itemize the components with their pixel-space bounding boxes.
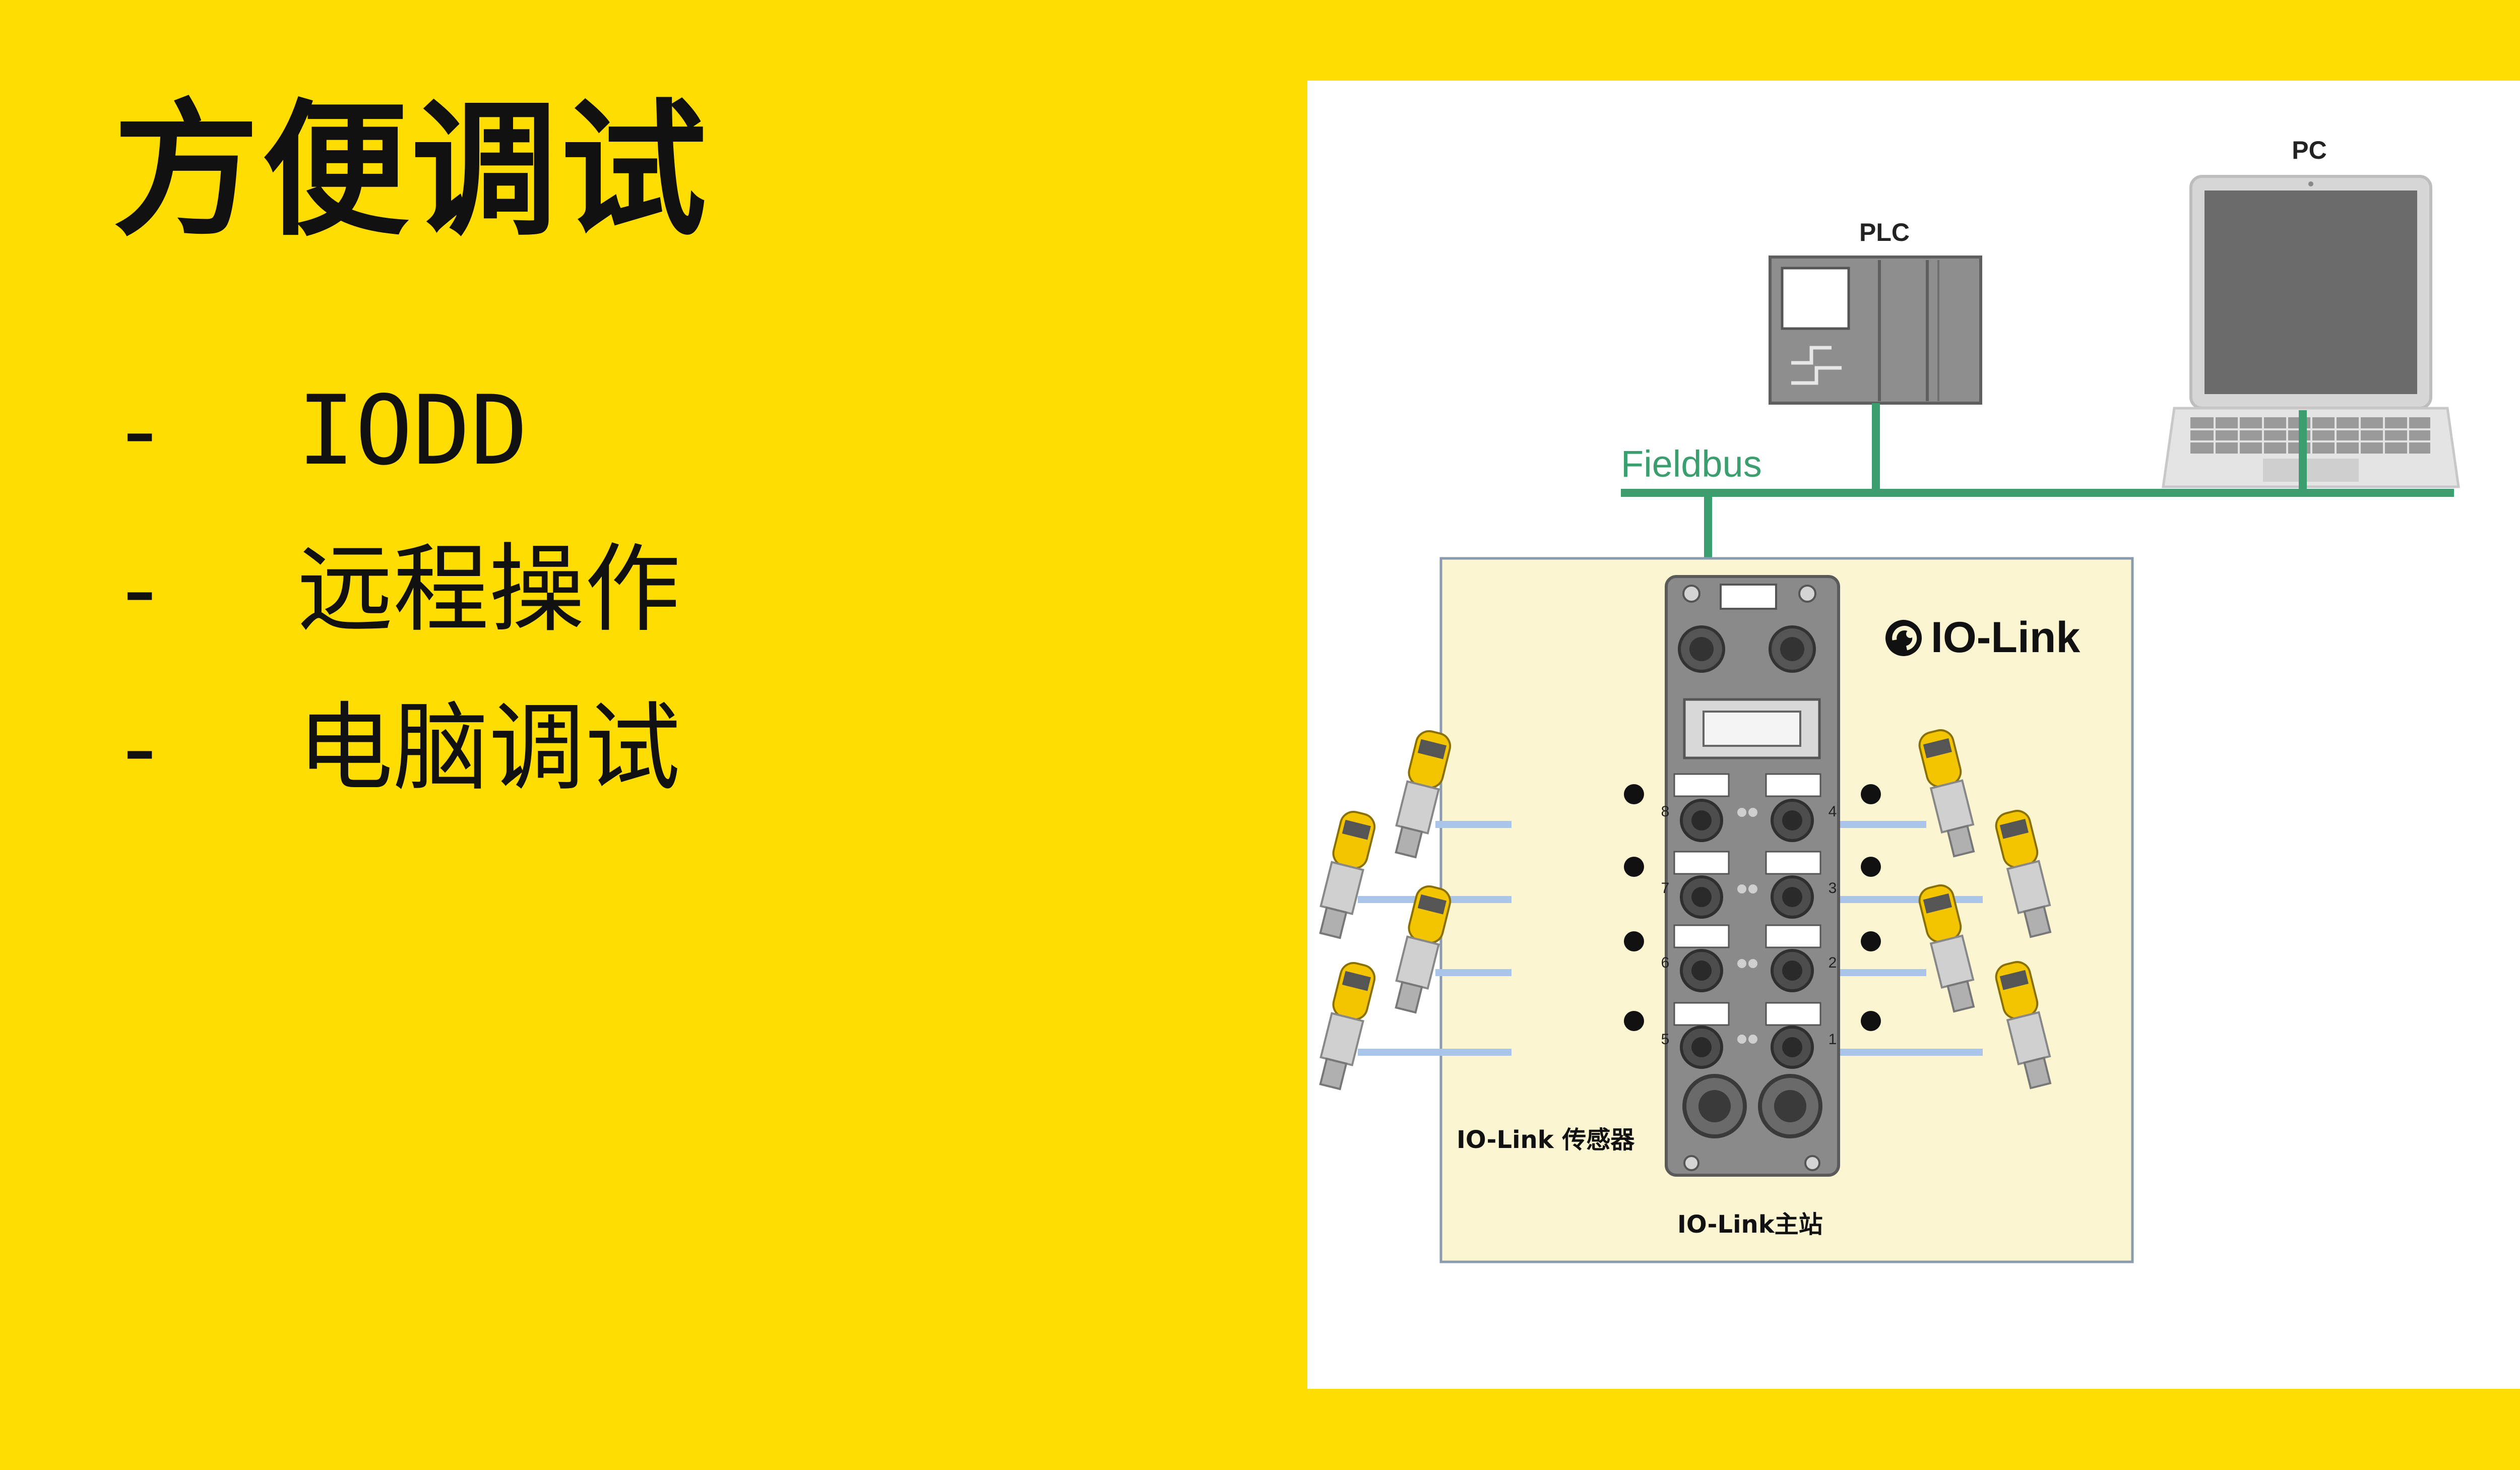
bullet-item-pc-debugging: - 电脑调试 [111, 690, 680, 849]
bullet-text: 电脑调试 [297, 692, 681, 804]
slide-title: 方便调试 [113, 86, 710, 256]
iolink-brand-label: IO-Link [1931, 613, 2080, 662]
port-number-4: 4 [1829, 803, 1837, 820]
sensor-left-2 [1319, 810, 1376, 939]
bullet-dash: - [111, 692, 169, 804]
port-number-7: 7 [1661, 880, 1670, 897]
sensor-cables [1358, 821, 1983, 1056]
laptop-icon: PC [2162, 136, 2460, 488]
iolink-logo [1885, 620, 1922, 656]
port-number-8: 8 [1661, 803, 1670, 820]
bullet-dash: - [111, 375, 169, 486]
port-number-2: 2 [1829, 954, 1837, 971]
sensor-right-2 [1995, 809, 2052, 938]
sensor-right-1 [1918, 729, 1975, 858]
pc-label: PC [2292, 136, 2326, 164]
bullet-text: 远程操作 [297, 534, 681, 645]
iolink-master-module [1665, 575, 1840, 1177]
sensor-right-3 [1918, 884, 1975, 1013]
sensor-right-4 [1995, 961, 2052, 1090]
iolink-diagram: PC PLC [1319, 136, 2460, 1263]
bullet-text: IODD [297, 375, 528, 486]
plc-icon: PLC [1769, 218, 1982, 405]
sensor-left-3 [1395, 885, 1452, 1014]
port-number-1: 1 [1829, 1031, 1837, 1048]
sensor-left-4 [1319, 962, 1376, 1091]
sensors-label: IO-Link 传感器 [1457, 1126, 1635, 1154]
bullet-dash: - [111, 534, 169, 645]
master-label: IO-Link主站 [1677, 1210, 1823, 1239]
port-number-3: 3 [1829, 880, 1837, 897]
sensor-left-1 [1395, 730, 1452, 859]
port-iolink-icons [1624, 784, 1881, 1031]
diagram-panel: PC PLC [1307, 81, 2520, 1389]
bullet-list: - IODD - 远程操作 - 电脑调试 [111, 373, 680, 849]
bullet-item-remote-operation: - 远程操作 [111, 532, 680, 690]
port-number-6: 6 [1661, 954, 1670, 971]
port-number-5: 5 [1661, 1031, 1670, 1048]
bullet-item-iodd: - IODD [111, 373, 680, 532]
plc-label: PLC [1859, 218, 1910, 246]
fieldbus-label: Fieldbus [1621, 443, 1762, 485]
